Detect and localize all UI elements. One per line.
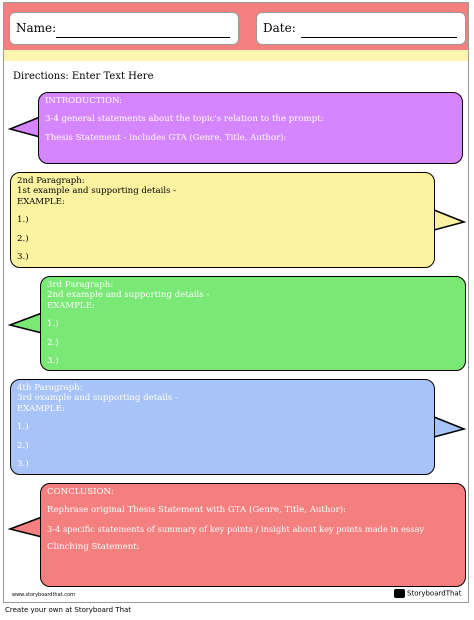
bubble-tail-p2: [433, 208, 467, 231]
p3-line: 2nd example and supporting details -: [47, 290, 210, 301]
p4-line: 3rd example and supporting details -: [17, 393, 178, 404]
storyboardthat-logo: StoryboardThat: [394, 589, 470, 601]
footer-url: www.storyboardthat.com: [12, 592, 75, 598]
conclusion-line: Rephrase original Thesis Statement with …: [47, 505, 346, 516]
paragraph-4-bubble[interactable]: 4th Paragraph: 3rd example and supportin…: [10, 379, 435, 475]
bubble-tail-intro: [7, 115, 41, 138]
p3-item: 3.): [47, 356, 59, 367]
p2-heading: 2nd Paragraph:: [17, 176, 85, 186]
p4-item: 2.): [17, 440, 29, 451]
bubble-tail-p3: [7, 311, 43, 334]
paragraph-2-bubble[interactable]: 2nd Paragraph: 1st example and supportin…: [10, 172, 435, 268]
logo-text: StoryboardThat: [407, 589, 462, 598]
p3-item: 1.): [47, 319, 59, 330]
conclusion-bubble[interactable]: CONCLUSION: Rephrase original Thesis Sta…: [40, 483, 466, 587]
p2-item: 1.): [17, 215, 29, 226]
p3-line: EXAMPLE:: [47, 300, 95, 311]
name-field[interactable]: Name:: [9, 12, 239, 45]
p3-item: 2.): [47, 337, 59, 348]
name-underline: [56, 37, 230, 38]
date-field[interactable]: Date:: [256, 12, 466, 45]
p3-heading: 3rd Paragraph:: [47, 280, 114, 290]
date-underline: [301, 37, 457, 38]
intro-bubble[interactable]: INTRODUCTION: 3-4 general statements abo…: [38, 92, 463, 164]
p4-item: 1.): [17, 422, 29, 433]
p2-line: EXAMPLE:: [17, 196, 65, 207]
intro-line: 3-4 general statements about the topic's…: [45, 114, 324, 125]
intro-line: Thesis Statement - includes GTA (Genre, …: [45, 132, 287, 143]
p2-line: 1st example and supporting details -: [17, 186, 177, 197]
p2-item: 3.): [17, 252, 29, 263]
conclusion-line: Clinching Statement:: [47, 542, 140, 553]
p4-heading: 4th Paragraph:: [17, 383, 83, 393]
name-label: Name:: [16, 21, 57, 35]
paragraph-3-bubble[interactable]: 3rd Paragraph: 2nd example and supportin…: [40, 276, 466, 371]
bubble-tail-conclusion: [7, 515, 43, 538]
accent-band: [4, 50, 468, 61]
intro-heading: INTRODUCTION:: [45, 96, 123, 106]
p4-item: 3.): [17, 459, 29, 470]
conclusion-line: 3-4 specific statements of summary of ke…: [47, 523, 425, 534]
conclusion-heading: CONCLUSION:: [47, 487, 114, 497]
p4-line: EXAMPLE:: [17, 403, 65, 414]
storyboard-icon: [394, 589, 405, 598]
date-label: Date:: [263, 21, 296, 35]
directions-text[interactable]: Directions: Enter Text Here: [13, 71, 154, 82]
worksheet-page: Name: Date: Directions: Enter Text Here …: [3, 2, 469, 603]
create-your-own-link[interactable]: Create your own at Storyboard That: [5, 606, 132, 614]
p2-item: 2.): [17, 233, 29, 244]
bubble-tail-p4: [433, 415, 467, 438]
